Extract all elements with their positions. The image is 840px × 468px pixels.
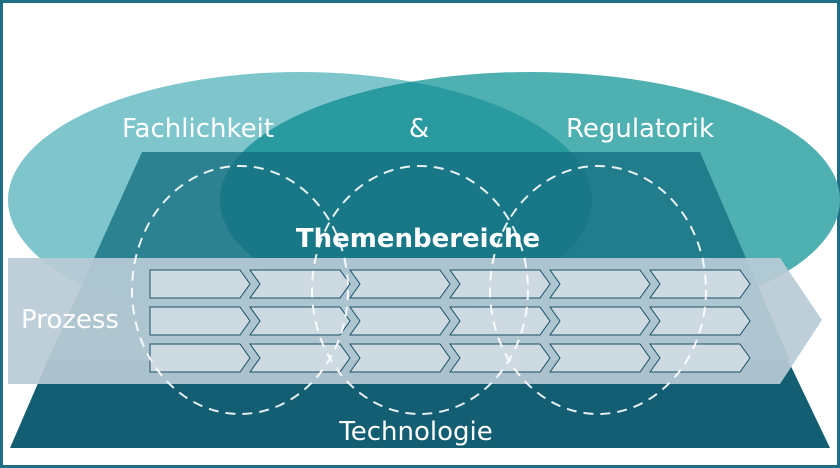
themenbereich-dashed-circle — [489, 165, 707, 415]
process-step-chevron — [349, 269, 451, 299]
process-step-chevron — [149, 343, 251, 373]
process-step-chevron — [449, 269, 551, 299]
process-step-chevron — [649, 306, 751, 336]
process-step-chevron — [449, 343, 551, 373]
technologie-label: Technologie — [338, 417, 492, 447]
regulatorik-label: Regulatorik — [566, 114, 714, 144]
process-step-chevron — [149, 269, 251, 299]
process-step-chevron — [349, 343, 451, 373]
process-step-chevron — [449, 306, 551, 336]
themenbereich-dashed-circle — [311, 165, 529, 415]
process-step-chevron — [549, 269, 651, 299]
prozess-label: Prozess — [21, 305, 119, 335]
process-step-chevron — [349, 306, 451, 336]
fachlichkeit-label: Fachlichkeit — [122, 114, 274, 144]
process-step-chevron — [149, 306, 251, 336]
process-step-chevron — [549, 343, 651, 373]
themenbereich-dashed-circle — [131, 165, 349, 415]
dashed-circles — [131, 165, 707, 415]
process-steps — [149, 269, 751, 373]
process-step-chevron — [549, 306, 651, 336]
process-step-chevron — [249, 306, 351, 336]
process-step-chevron — [649, 269, 751, 299]
process-step-chevron — [649, 343, 751, 373]
themenbereiche-label: Themenbereiche — [296, 224, 540, 254]
connector-label: & — [409, 114, 429, 144]
process-step-chevron — [249, 269, 351, 299]
